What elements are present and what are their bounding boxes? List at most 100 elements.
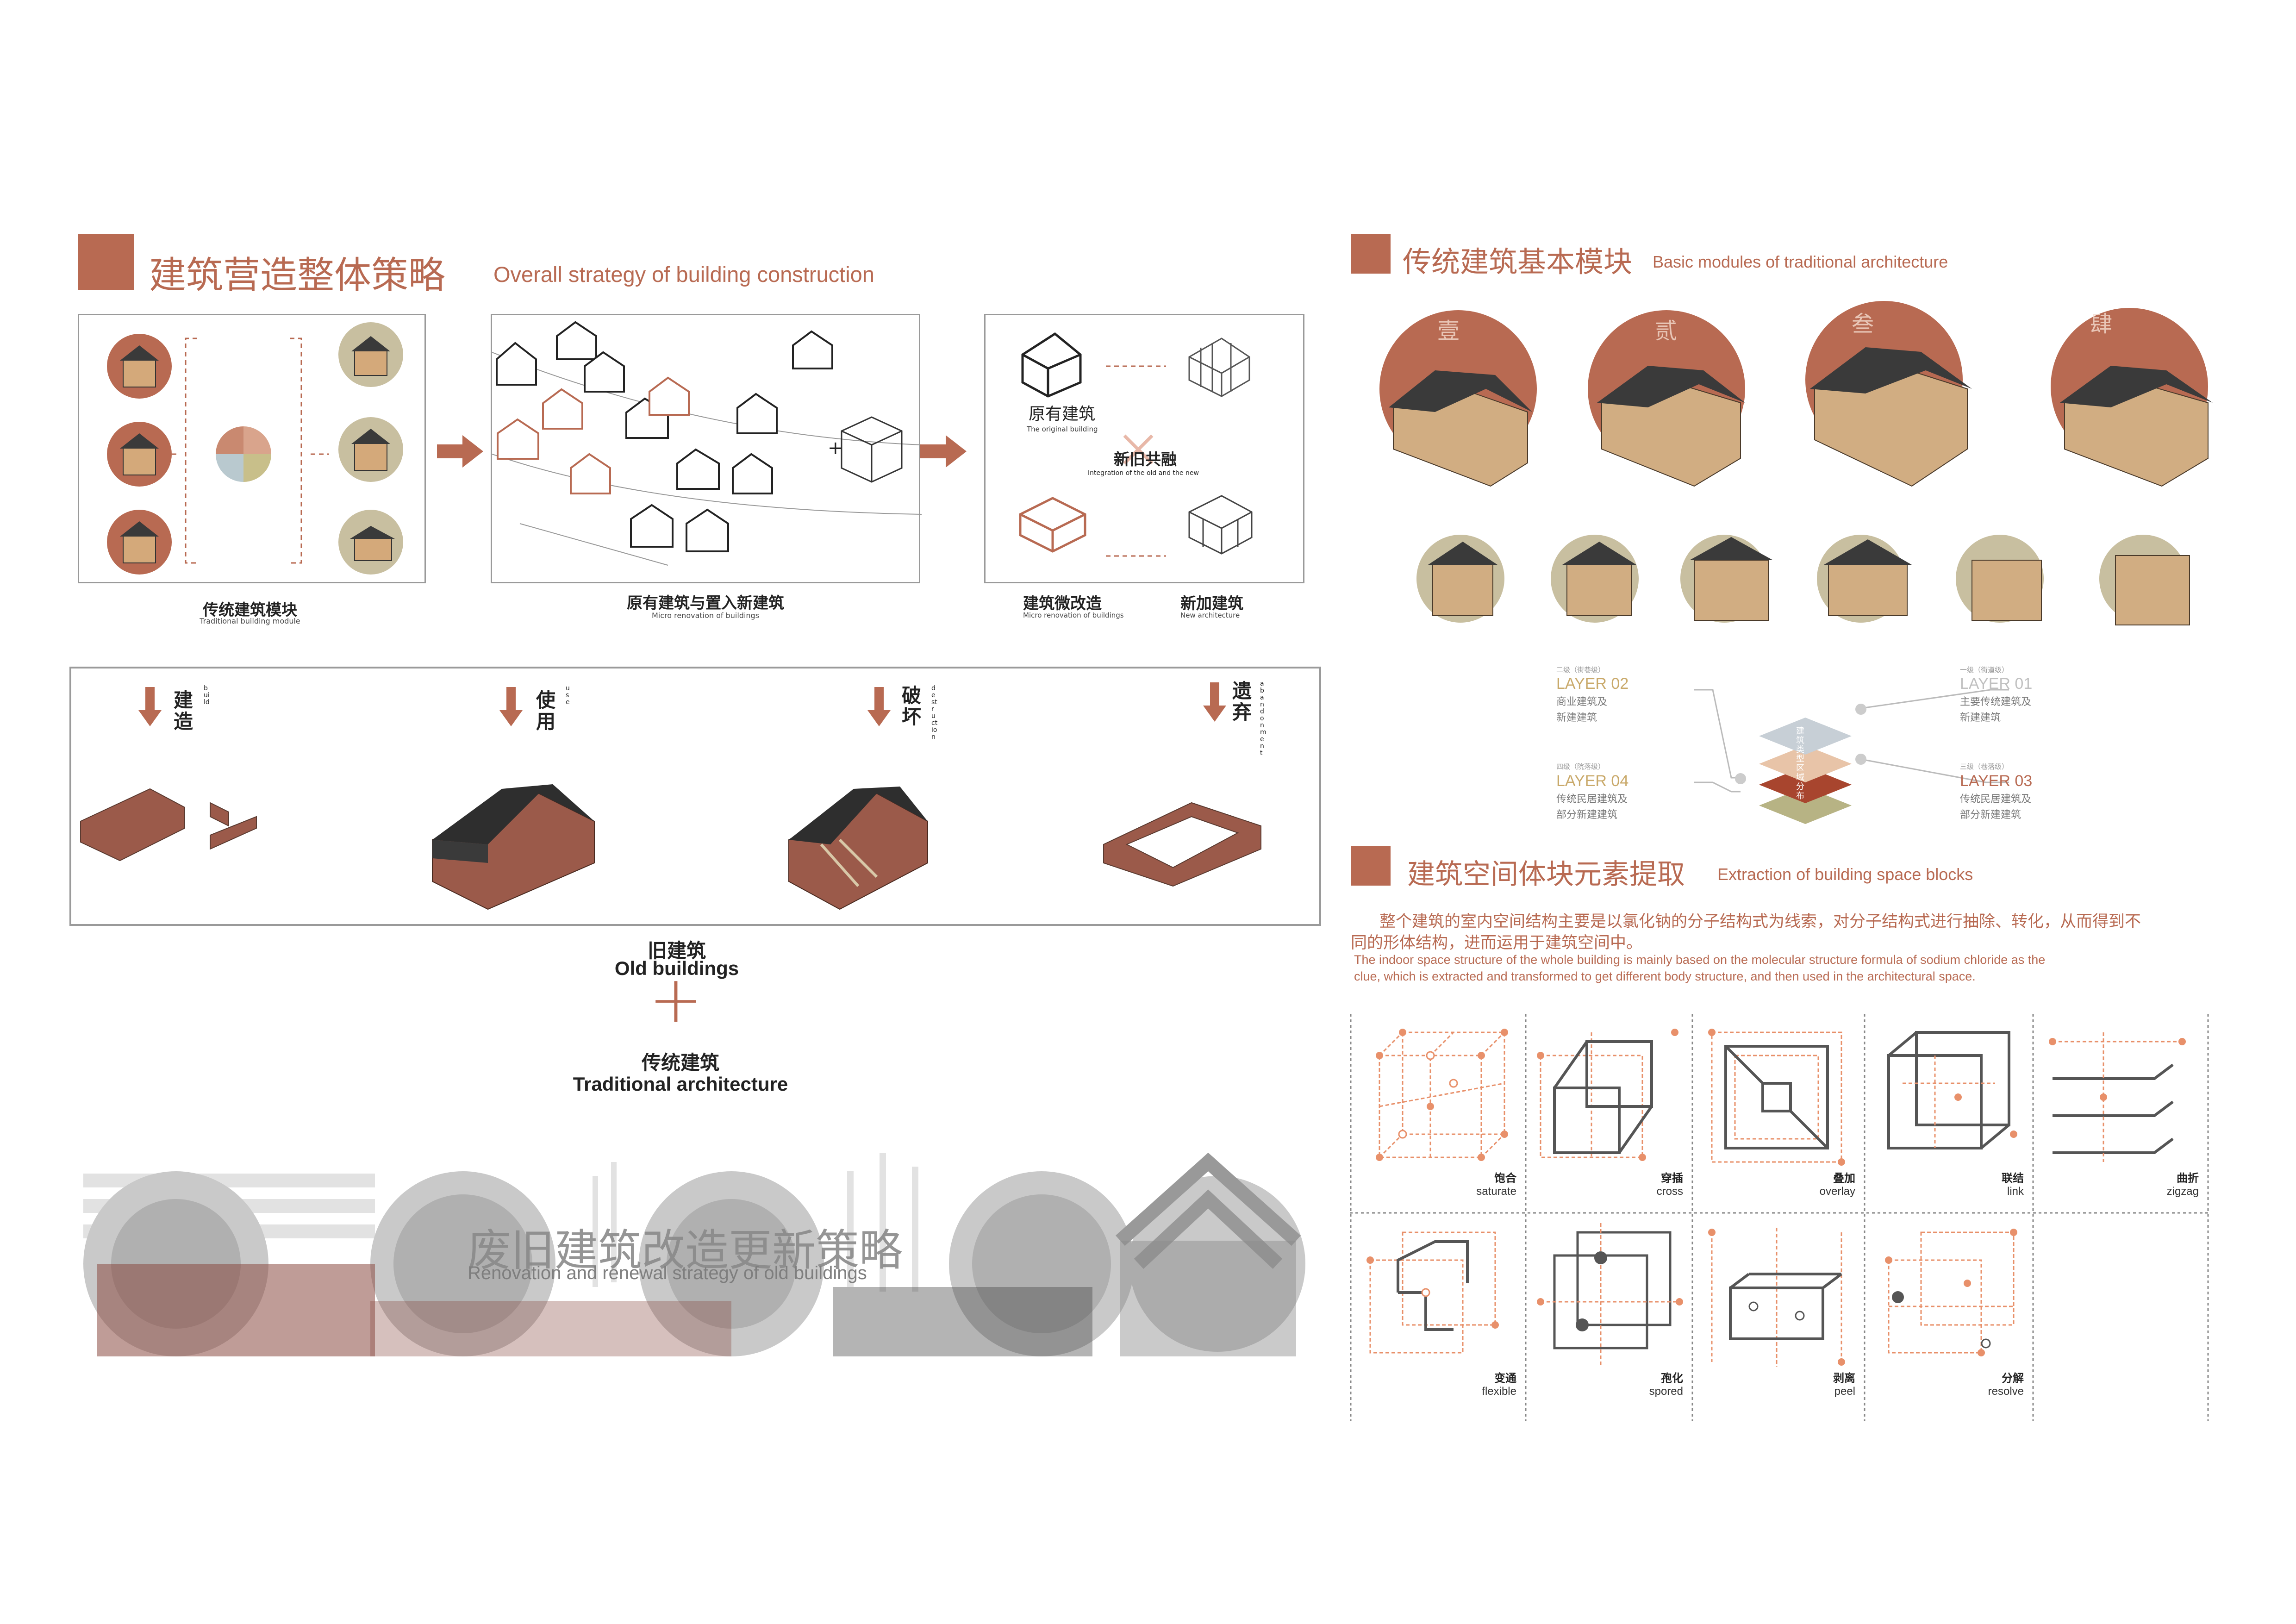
section-marker-modules <box>1351 234 1391 274</box>
panel2-caption-cn: 原有建筑与置入新建筑 <box>627 594 784 612</box>
extraction-paragraph-cn-1: 整个建筑的室内空间结构主要是以氯化钠的分子结构式为线索，对分子结构式进行抽除、转… <box>1379 912 2141 931</box>
layer04-desc-2: 部分新建建筑 <box>1556 809 1618 821</box>
layers-stack-graphic <box>1694 689 2009 824</box>
block-resolve-cn: 分解 <box>2002 1371 2024 1385</box>
block-flexible: 变通 flexible <box>1352 1214 1526 1413</box>
stage-build-en: build <box>204 685 210 706</box>
layer01-desc-1: 主要传统建筑及 <box>1960 696 2032 708</box>
layer02-title: LAYER 02 <box>1556 675 1629 693</box>
stage-use-cn: 使用 <box>536 689 556 733</box>
small-modules-graphic <box>1416 535 2190 625</box>
layer02-small: 二级（街巷级） <box>1556 666 1605 674</box>
peel-lattice-icon <box>1708 1228 1845 1367</box>
layer03-desc-1: 传统民居建筑及 <box>1960 793 2032 805</box>
site-axonometric-graphic: + <box>492 321 922 566</box>
block-spored-en: spored <box>1649 1385 1683 1398</box>
saturate-lattice-icon <box>1376 1029 1508 1161</box>
block-link-en: link <box>2007 1185 2024 1198</box>
layer-stack-label: 建筑类型区域分布 <box>1796 726 1804 801</box>
layer01-desc-2: 新建建筑 <box>1960 712 2001 724</box>
traditional-arch-en: Traditional architecture <box>573 1073 788 1095</box>
block-zigzag: 曲折 zigzag <box>2034 1014 2208 1213</box>
block-resolve-en: resolve <box>1988 1385 2024 1398</box>
spored-lattice-icon <box>1537 1223 1683 1367</box>
section-title-modules-cn: 传统建筑基本模块 <box>1403 245 1633 279</box>
section-title-modules-en: Basic modules of traditional architectur… <box>1653 252 1948 271</box>
block-zigzag-en: zigzag <box>2166 1185 2199 1198</box>
layer02-desc-2: 新建建筑 <box>1556 712 1597 724</box>
stage-abandonment-en: abandonment <box>1260 680 1267 757</box>
panel3-original-en: The original building <box>1027 425 1098 433</box>
renovation-title-cn: 废旧建筑改造更新策略 <box>468 1225 903 1276</box>
large-module-1-label: 壹 <box>1437 318 1460 344</box>
overlay-lattice-icon <box>1708 1029 1845 1166</box>
block-peel-en: peel <box>1834 1385 1855 1398</box>
block-cross-en: cross <box>1656 1185 1683 1198</box>
lifecycle-graphic <box>80 682 1261 910</box>
block-overlay-en: overlay <box>1819 1185 1855 1198</box>
section-marker-extraction <box>1351 846 1391 886</box>
panel-old-new-integration <box>984 314 1304 583</box>
lifecycle-panel <box>69 667 1321 926</box>
layer03-desc-2: 部分新建建筑 <box>1960 809 2021 821</box>
section-title-overall-en: Overall strategy of building constructio… <box>493 262 874 287</box>
extraction-paragraph-en-2: clue, which is extracted and transformed… <box>1354 969 1976 983</box>
old-buildings-en: Old buildings <box>614 957 739 979</box>
flow-arrow-2 <box>920 435 967 468</box>
block-saturate-cn: 饱合 <box>1494 1171 1516 1185</box>
stage-abandonment-cn: 遗弃 <box>1232 680 1252 724</box>
layer02-desc-1: 商业建筑及 <box>1556 696 1608 708</box>
panel1-caption-cn: 传统建筑模块 <box>203 601 297 619</box>
stage-destruction-en: destruction <box>931 685 938 741</box>
resolve-lattice-icon <box>1885 1229 2017 1356</box>
extraction-paragraph-en-1: The indoor space structure of the whole … <box>1354 953 2046 967</box>
renovation-title-en: Renovation and renewal strategy of old b… <box>468 1263 867 1283</box>
layer04-small: 四级（院落级） <box>1556 762 1605 771</box>
layer01-title: LAYER 01 <box>1960 675 2033 693</box>
large-modules-graphic <box>1379 301 2213 487</box>
zigzag-lattice-icon <box>2049 1032 2186 1162</box>
section-marker-overall <box>78 234 134 290</box>
block-saturate: 饱合 saturate <box>1352 1014 1526 1213</box>
link-lattice-icon <box>1887 1031 2017 1149</box>
stage-destruction-cn: 破坏 <box>902 684 922 728</box>
block-flexible-en: flexible <box>1482 1385 1516 1398</box>
old-buildings-cn: 旧建筑 <box>647 939 706 962</box>
traditional-arch-cn: 传统建筑 <box>641 1051 719 1074</box>
panel2-plus: + <box>828 437 843 459</box>
layer03-title: LAYER 03 <box>1960 772 2033 790</box>
block-cross: 穿插 cross <box>1527 1014 1692 1213</box>
panel3-new-en: New architecture <box>1180 611 1240 619</box>
block-cross-cn: 穿插 <box>1661 1171 1683 1185</box>
block-peel: 剥离 peel <box>1693 1214 1865 1413</box>
large-module-4-label: 肆 <box>2090 311 2113 337</box>
extraction-paragraph-cn-2: 同的形体结构，进而运用于建筑空间中。 <box>1351 934 1643 952</box>
stage-use-en: use <box>566 685 570 706</box>
panel3-integration-en: Integration of the old and the new <box>1088 469 1199 477</box>
combination-plus: + <box>649 962 703 1037</box>
block-link-cn: 联结 <box>2002 1171 2024 1185</box>
layer03-small: 三级（巷落级） <box>1960 762 2009 771</box>
block-spored: 孢化 spored <box>1527 1214 1692 1413</box>
cross-lattice-icon <box>1537 1029 1678 1161</box>
block-overlay: 叠加 overlay <box>1693 1014 1865 1213</box>
panel1-caption-en: Traditional building module <box>200 617 300 625</box>
large-module-3-label: 叁 <box>1852 311 1874 337</box>
panel3-new-cn: 新加建筑 <box>1180 594 1243 613</box>
panel2-caption-en: Micro renovation of buildings <box>651 611 760 620</box>
block-resolve: 分解 resolve <box>1866 1214 2033 1413</box>
panel-original-and-new: + <box>491 314 922 583</box>
section-title-extraction-en: Extraction of building space blocks <box>1717 865 1973 884</box>
panel3-micro-en: Micro renovation of buildings <box>1023 611 1124 619</box>
block-zigzag-cn: 曲折 <box>2177 1171 2199 1185</box>
section-title-overall-cn: 建筑营造整体策略 <box>149 254 445 297</box>
large-module-2-label: 贰 <box>1655 318 1678 344</box>
extraction-grid-lines <box>1350 1014 2211 1421</box>
block-overlay-cn: 叠加 <box>1833 1171 1855 1185</box>
layer04-desc-1: 传统民居建筑及 <box>1556 793 1628 805</box>
block-link: 联结 link <box>1866 1014 2033 1213</box>
panel3-integration-cn: 新旧共融 <box>1114 450 1177 469</box>
block-flexible-cn: 变通 <box>1494 1371 1516 1385</box>
block-saturate-en: saturate <box>1476 1185 1516 1198</box>
section-title-extraction-cn: 建筑空间体块元素提取 <box>1407 858 1685 891</box>
